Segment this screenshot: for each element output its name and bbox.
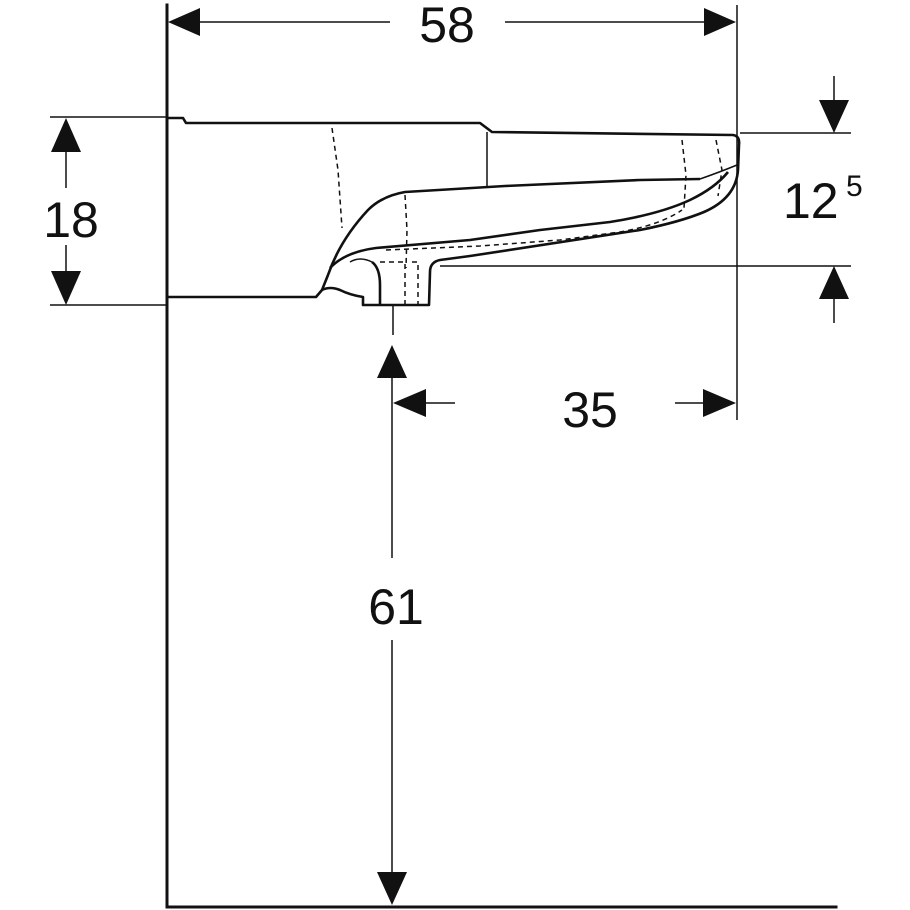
arrow-down-icon xyxy=(819,100,849,133)
arrow-right-icon xyxy=(704,8,736,36)
dimension-12-5-main: 12 xyxy=(783,173,839,229)
hidden-lines xyxy=(331,127,723,305)
arrow-left-icon xyxy=(393,389,426,417)
arrow-down-icon xyxy=(377,872,407,905)
dimension-35-label: 35 xyxy=(562,382,618,438)
dimension-12-5-superscript: 5 xyxy=(846,170,863,203)
dimension-18-label: 18 xyxy=(43,192,99,248)
dimension-61: 61 xyxy=(368,345,424,905)
arrow-right-icon xyxy=(703,389,736,417)
dimension-58-label: 58 xyxy=(419,0,475,53)
arrow-down-icon xyxy=(51,271,81,305)
arrow-up-icon xyxy=(51,118,81,152)
arrow-left-icon xyxy=(168,8,200,36)
dimension-12-5: 12 5 xyxy=(783,76,863,323)
arrow-up-icon xyxy=(819,266,849,299)
arrow-up-icon xyxy=(377,345,407,378)
dimension-58: 58 xyxy=(168,0,736,53)
dimension-12-5-label: 12 xyxy=(783,173,839,229)
dimension-18: 18 xyxy=(43,118,99,305)
washbasin-outline xyxy=(168,116,741,307)
dimension-61-label: 61 xyxy=(368,579,424,635)
dimension-35: 35 xyxy=(393,382,736,438)
